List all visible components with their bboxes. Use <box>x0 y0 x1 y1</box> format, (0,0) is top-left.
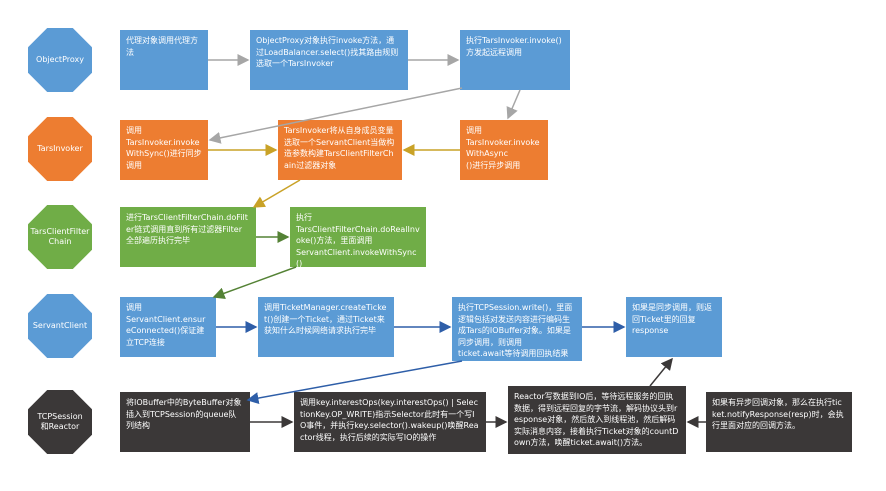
step-tr3: Reactor写数据到IO后，等待远程服务的回执数据，得到远程回复的字节流，解码… <box>508 386 686 454</box>
step-sc2: 调用TicketManager.createTicket()创建一个Ticket… <box>258 297 394 357</box>
step-op2: ObjectProxy对象执行invoke方法，通过LoadBalancer.s… <box>250 30 408 90</box>
arrow-op3-ti3 <box>506 89 521 120</box>
step-sc3: 执行TCPSession.write()，里面逻辑包括对发送内容进行编码生成Ta… <box>452 297 582 361</box>
step-op1: 代理对象调用代理方法 <box>120 30 208 90</box>
arrow-ti2-fc1 <box>252 179 301 208</box>
step-op3: 执行TarsInvoker.invoke()方发起远程调用 <box>460 30 570 90</box>
step-ti1: 调用 TarsInvoker.invokeWithSync()进行同步调用 <box>120 120 208 180</box>
lane-tarsinvoker: TarsInvoker <box>28 117 92 181</box>
lane-filterchain: TarsClientFilter Chain <box>28 205 92 269</box>
lane-label: TCPSession 和Reactor <box>37 412 83 431</box>
lane-servantclient: ServantClient <box>28 294 92 358</box>
lane-label: ObjectProxy <box>36 55 84 64</box>
step-sc1: 调用 ServantClient.ensureConnected()保证建立TC… <box>120 297 216 357</box>
lane-tcpsession-reactor: TCPSession 和Reactor <box>28 390 92 454</box>
step-tr4: 如果有异步回调对象，那么在执行ticket.notifyResponse(res… <box>706 392 852 452</box>
lane-objectproxy: ObjectProxy <box>28 28 92 92</box>
step-sc4: 如果是同步调用，则返回Ticket里的回复 response <box>626 297 722 357</box>
arrow-fc2-sc1 <box>212 266 297 300</box>
lane-label: ServantClient <box>32 321 88 330</box>
lane-label: TarsClientFilter Chain <box>30 227 90 246</box>
step-ti2: TarsInvoker将从自身成员变量选取一个ServantClient当做构造… <box>278 120 402 180</box>
step-tr2: 调用key.interestOps(key.interestOps() | Se… <box>294 392 486 452</box>
lane-label: TarsInvoker <box>37 144 83 153</box>
step-fc1: 进行TarsClientFilterChain.doFilter链式调用直到所有… <box>120 207 256 267</box>
arrow-op3-ti1 <box>208 87 463 144</box>
step-tr1: 将IOBuffer中的ByteBuffer对象插入到TCPSession的que… <box>120 392 250 452</box>
arrow-sc3-tr1 <box>246 360 463 405</box>
step-fc2: 执行 TarsClientFilterChain.doRealInvoke()方… <box>290 207 426 268</box>
arrow-tr3-sc4 <box>649 357 673 387</box>
step-ti3: 调用 TarsInvoker.invokeWithAsync ()进行异步调用 <box>460 120 548 180</box>
